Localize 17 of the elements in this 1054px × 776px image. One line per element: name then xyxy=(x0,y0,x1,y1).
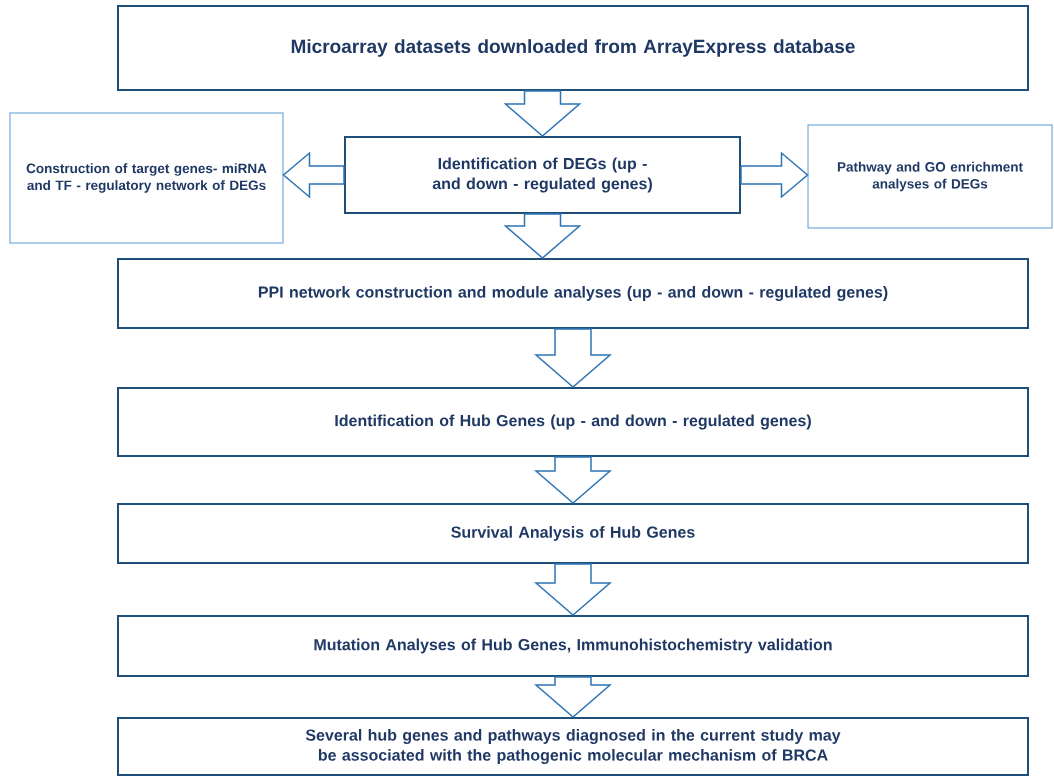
block-arrow xyxy=(534,456,613,504)
process-box: PPI network construction and module analyses (up - and down - regulated genes) xyxy=(117,258,1029,329)
note-box: Pathway and GO enrichment analyses of DEGs xyxy=(807,124,1053,229)
process-box: Microarray datasets downloaded from ArrayExpress database xyxy=(117,5,1029,91)
block-arrow xyxy=(503,90,582,137)
block-arrow xyxy=(534,563,613,616)
block-arrow xyxy=(503,213,582,259)
process-box: Identification of Hub Genes (up - and down - regulated genes) xyxy=(117,387,1029,457)
block-arrow xyxy=(534,328,613,388)
note-box: Construction of target genes- miRNA and TF - regulatory network of DEGs xyxy=(9,112,284,244)
process-box: Mutation Analyses of Hub Genes, Immunohistochemistry validation xyxy=(117,615,1029,677)
block-arrow xyxy=(282,151,345,199)
process-box: Identification of DEGs (up - and down - regulated genes) xyxy=(344,136,741,214)
process-box: Survival Analysis of Hub Genes xyxy=(117,503,1029,564)
block-arrow xyxy=(534,676,613,718)
process-box: Several hub genes and pathways diagnosed in the current study may be associated with the pathogenic molecular mechanism of BRCA xyxy=(117,717,1029,776)
block-arrow xyxy=(740,151,809,199)
